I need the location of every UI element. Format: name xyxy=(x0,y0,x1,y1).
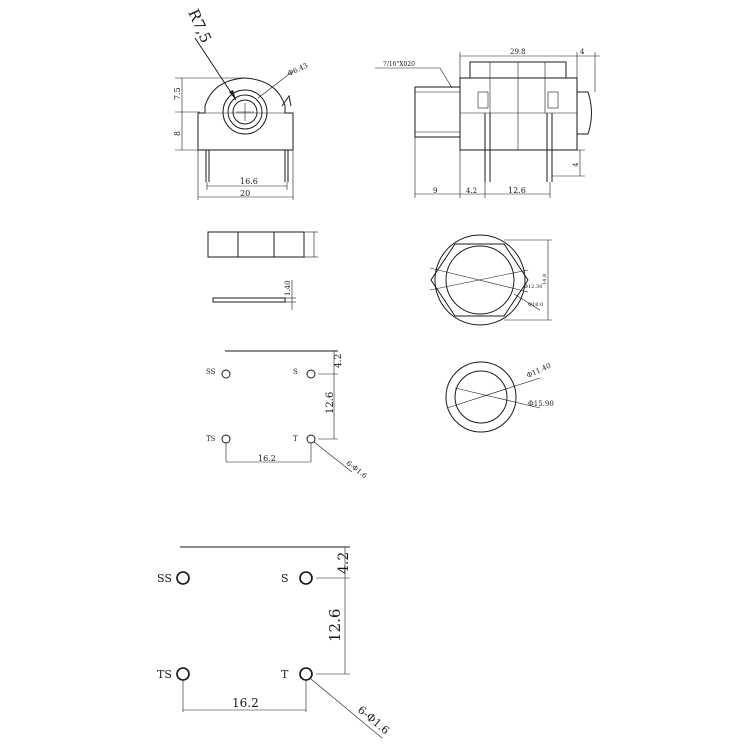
side-view-nose xyxy=(577,91,592,135)
nut-outer-circle xyxy=(434,234,526,326)
large-fp-dim-vertical-label: 12.6 xyxy=(326,609,344,642)
pin-span-label: 16.6 xyxy=(240,177,258,186)
width-label: 20 xyxy=(240,189,250,198)
small-fp-pad-ss xyxy=(221,369,231,379)
radius-label: R7,5 xyxy=(184,6,215,45)
large-fp-pad-t xyxy=(299,667,313,681)
large-fp-label-ts: TS xyxy=(157,668,172,681)
washer-outer-label: Φ15.90 xyxy=(528,400,554,408)
nut-inner-label: Φ12.30 xyxy=(524,284,542,290)
small-fp-dim-horizontal-label: 16.2 xyxy=(258,454,276,463)
front-view-inner-ring xyxy=(232,99,258,125)
side-view-bushing xyxy=(414,86,461,138)
radius-arrow xyxy=(229,90,236,100)
washer-view: Φ11.40 Φ15.90 xyxy=(445,361,554,433)
small-fp-hole-leader xyxy=(313,441,353,473)
large-fp-label-ss: SS xyxy=(157,572,172,585)
small-fp-dim-vertical-label: 12.6 xyxy=(325,392,336,414)
washer-outer-circle xyxy=(445,361,517,433)
nut-view: Φ12.30 Φ18.0 14.8 xyxy=(429,234,552,326)
large-fp-label-s: S xyxy=(281,572,289,585)
length-label: 29.8 xyxy=(510,48,526,56)
front-view-middle-ring xyxy=(227,94,263,130)
small-fp-pad-ts xyxy=(221,434,231,444)
height-bottom-label: 8 xyxy=(173,131,182,136)
hole-leader xyxy=(257,71,293,99)
side-view-contact-left xyxy=(477,91,489,109)
nut-leader xyxy=(513,293,541,311)
bushing-label: 9 xyxy=(433,187,437,195)
small-fp-label-t: T xyxy=(293,435,298,443)
front-view: R7,5 Φ6.43 7.5 8 16.6 20 xyxy=(173,6,309,200)
small-fp-hole-label: 6-Φ1.6 xyxy=(345,459,369,480)
thread-leader xyxy=(439,67,453,89)
plate-body xyxy=(207,231,305,258)
washer-leader-2 xyxy=(454,387,541,409)
thread-label: 7/16"X020 xyxy=(383,61,415,68)
pin-pitch-label: 12.6 xyxy=(508,186,526,195)
large-fp-pad-s xyxy=(299,571,313,585)
nose-label: 4 xyxy=(580,48,585,56)
height-top-label: 7.5 xyxy=(173,87,182,100)
washer-inner-circle xyxy=(454,370,508,424)
pin-height-label: 4 xyxy=(572,162,580,167)
front-view-body xyxy=(197,77,294,151)
plate-thickness-label: 1.40 xyxy=(284,280,292,296)
large-fp-label-t: T xyxy=(281,668,289,681)
nut-diag-2 xyxy=(429,269,529,291)
plate-side xyxy=(212,297,286,303)
small-fp-label-ss: SS xyxy=(206,368,216,376)
large-fp-dim-horizontal-label: 16.2 xyxy=(232,696,259,710)
small-fp-dim-top: 4.2 xyxy=(334,354,344,368)
plate-view: 1.40 xyxy=(207,231,318,310)
radius-leader xyxy=(194,37,237,101)
large-fp-hole-leader xyxy=(310,678,383,739)
large-footprint: 4.2 12.6 SS S TS T 16.2 6-Φ1.6 xyxy=(157,546,392,739)
washer-leader-1 xyxy=(446,377,541,409)
side-view: 7/16"X020 29.8 4 4 9 4.2 12.6 xyxy=(375,48,600,198)
small-fp-label-s: S xyxy=(293,368,298,376)
nut-outer-label: Φ18.0 xyxy=(528,302,543,308)
nut-across-label: 14.8 xyxy=(542,274,548,285)
small-fp-label-ts: TS xyxy=(206,435,216,443)
large-fp-pad-ts xyxy=(176,667,190,681)
front-view-tab xyxy=(281,94,292,107)
offset-label: 4.2 xyxy=(466,187,477,195)
small-fp-pad-s xyxy=(306,369,316,379)
washer-inner-label: Φ11.40 xyxy=(525,362,552,380)
nut-hex-outline xyxy=(430,243,529,317)
small-fp-pad-t xyxy=(306,434,316,444)
side-view-body xyxy=(459,77,578,151)
side-view-contact-right xyxy=(547,91,559,109)
front-view-outer-ring xyxy=(222,89,268,135)
nut-inner-circle xyxy=(445,245,515,315)
hole-label: Φ6.43 xyxy=(286,62,309,78)
small-footprint: 4.2 12.6 SS S TS T 16.2 6-Φ1.6 xyxy=(206,350,369,480)
large-fp-pad-ss xyxy=(176,571,190,585)
large-fp-dim-top: 4.2 xyxy=(336,552,352,574)
